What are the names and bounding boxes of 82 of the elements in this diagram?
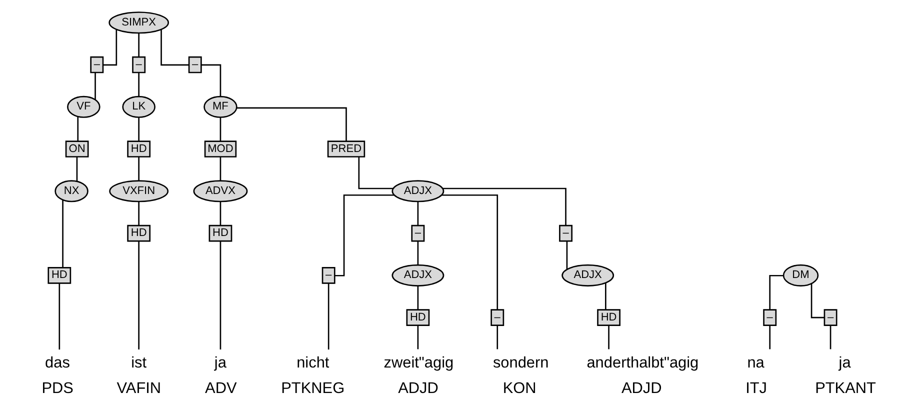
node-label: PTKANT [815,380,876,397]
connector [608,326,610,350]
node-text: nicht [296,354,330,372]
connector [417,326,419,350]
connector [220,117,222,142]
node-label: ADV [205,380,237,397]
connector [417,286,419,310]
node-ellipse: ADJX [562,264,614,286]
node-box: – [132,56,146,74]
connector [58,283,60,350]
connector [138,117,140,142]
connector [138,32,140,57]
connector [358,157,393,190]
connector [417,241,419,266]
node-box: HD [597,309,620,326]
connector [77,116,79,141]
node-ellipse: ADJX [392,180,444,202]
connector [417,201,419,226]
connector [830,326,832,350]
connector [328,283,330,350]
node-ellipse: VF [67,96,100,118]
connector [443,188,566,226]
connector [220,156,222,181]
node-box: – [763,309,777,326]
node-label: ADJD [621,380,662,397]
connector [94,72,96,100]
node-ellipse: NX [54,180,88,202]
node-ellipse: ADVX [193,180,248,202]
node-box: PRED [327,140,366,158]
connector [138,241,140,350]
node-ellipse: LK [122,96,156,118]
node-box: – [490,309,504,326]
connector [220,241,222,350]
node-box: – [322,267,336,284]
node-ellipse: SIMPX [108,12,169,34]
node-text: ist [131,354,147,372]
node-text: sondern [492,354,549,372]
connector [334,194,394,276]
node-box: HD [48,267,72,284]
node-ellipse: DM [782,264,819,286]
node-box: – [559,224,572,242]
node-box: – [188,56,202,74]
node-label: ADJD [398,380,438,397]
connector [496,326,498,350]
connector [220,201,222,226]
node-text: ja [214,354,226,372]
node-label: KON [502,380,536,397]
node-box: HD [208,224,232,242]
connector [769,326,771,350]
connector [103,30,118,66]
node-text: ja [838,354,851,372]
node-text: das [45,354,70,372]
connector [76,156,78,182]
connector [202,64,222,97]
node-box: HD [406,309,430,326]
node-box: MOD [204,140,237,158]
connector [62,200,64,268]
connector [236,107,347,142]
node-box: – [90,56,104,74]
connector [138,156,140,181]
node-label: VAFIN [116,380,162,397]
connector [160,30,189,66]
node-box: HD [127,224,151,242]
node-box: HD [127,140,151,158]
node-label: PDS [42,380,74,397]
node-text: na [747,354,764,372]
connector [810,284,824,318]
connector [442,194,498,310]
node-box: ON [65,140,89,158]
node-label: PTKNEG [281,380,345,397]
node-text: anderthalbt"agig [586,354,699,372]
node-box: – [824,309,838,326]
connector [566,241,568,270]
node-text: zweit"agig [384,354,454,372]
node-box: – [411,224,425,242]
node-label: ITJ [746,380,768,397]
node-ellipse: ADJX [392,264,444,286]
connector [605,282,606,310]
connector [138,201,140,226]
node-ellipse: MF [204,96,238,118]
connector [138,72,140,97]
node-ellipse: VXFIN [109,180,169,202]
